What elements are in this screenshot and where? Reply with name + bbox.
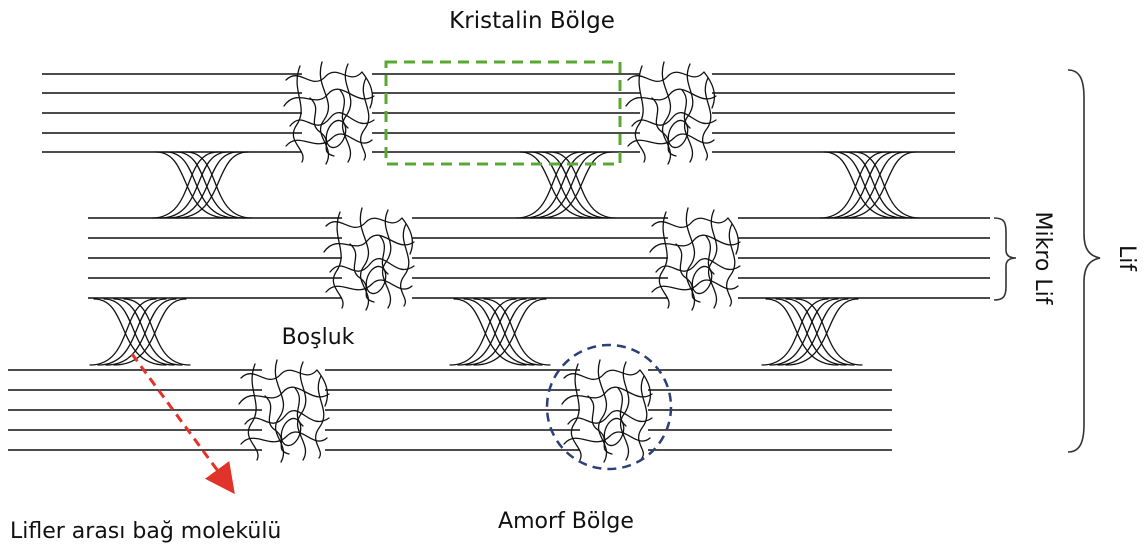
- crystalline-region-box: [384, 60, 622, 166]
- crystalline-lamella: [325, 369, 580, 451]
- tie-molecule-bundle: [515, 151, 617, 219]
- crystalline-lamella: [712, 73, 955, 153]
- microfibril-label: Mikro Lif: [1030, 212, 1055, 306]
- crystalline-lamella: [88, 217, 342, 299]
- amorphous-coil: [649, 207, 741, 311]
- microfibril-brace: [993, 217, 1017, 301]
- tie-molecule-label: Lifler arası bağ molekülü: [10, 519, 281, 544]
- void-label: Boşluk: [282, 325, 355, 350]
- crystalline-region-label: Kristalin Bölge: [449, 8, 615, 34]
- fiber-label: Lif: [1114, 245, 1139, 272]
- amorphous-coil: [561, 359, 653, 463]
- amorphous-coil: [238, 359, 330, 463]
- fiber-brace: [1067, 69, 1101, 453]
- crystalline-lamella: [8, 369, 262, 451]
- amorphous-region-label: Amorf Bölge: [498, 509, 634, 534]
- tie-molecule-bundle: [819, 151, 921, 219]
- crystalline-lamella: [42, 73, 302, 153]
- tie-molecule-arrow: [130, 353, 235, 495]
- microfibril-2: [88, 207, 990, 311]
- crystalline-lamella: [648, 369, 892, 451]
- crystalline-lamella: [372, 73, 640, 153]
- tie-molecule-bundle: [761, 298, 863, 366]
- crystalline-lamella: [412, 217, 668, 299]
- microfibril-1: [42, 61, 955, 165]
- amorphous-region-circle: [545, 343, 673, 471]
- tie-molecule-bundle: [449, 298, 551, 366]
- amorphous-coil: [323, 207, 415, 311]
- crystalline-lamella: [738, 217, 990, 299]
- microfibril-3: [8, 359, 892, 463]
- tie-molecule-bundle: [151, 151, 253, 219]
- tie-molecule-bundle: [89, 298, 191, 366]
